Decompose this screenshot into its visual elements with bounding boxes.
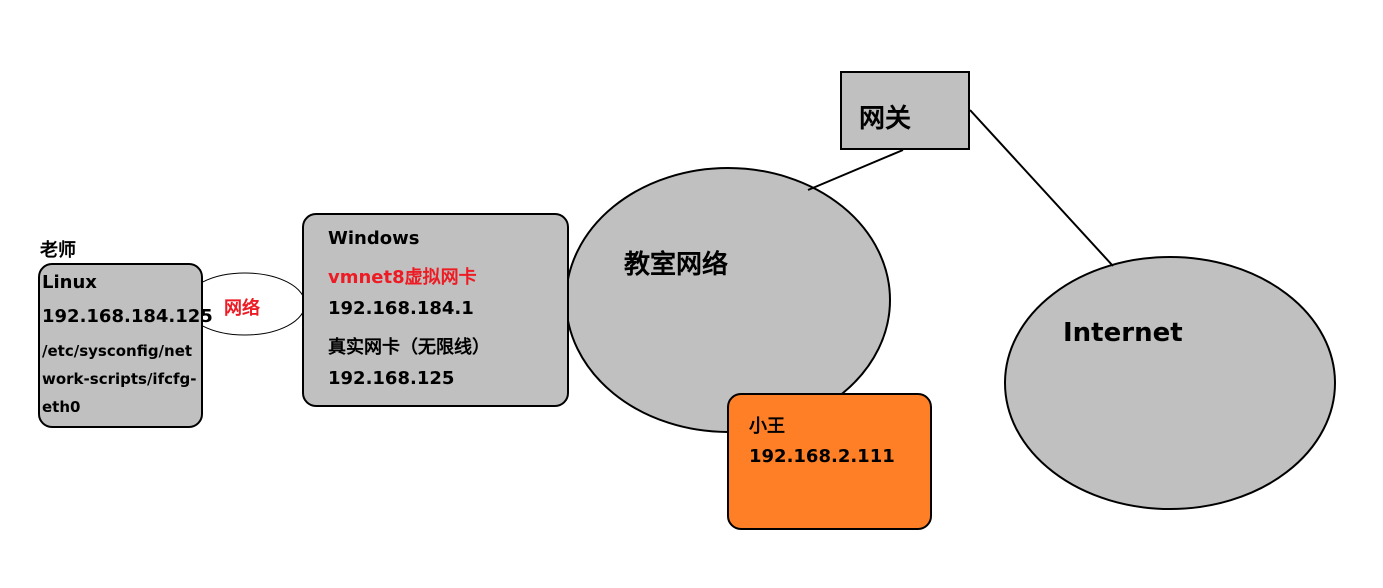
gateway-internet-connector <box>969 109 1114 267</box>
xiaowang-name: 小王 <box>749 416 785 437</box>
windows-vnic-ip: 192.168.184.1 <box>328 298 474 319</box>
teacher-ip: 192.168.184.125 <box>42 306 213 327</box>
teacher-config-path-line2: work-scripts/ifcfg- <box>42 370 197 388</box>
teacher-label: 老师 <box>40 240 76 261</box>
internet-label: Internet <box>1063 318 1183 348</box>
xiaowang-node <box>727 393 932 530</box>
teacher-config-path-line3: eth0 <box>42 398 81 416</box>
gateway-classroom-connector <box>807 149 904 191</box>
windows-real-nic-ip: 192.168.125 <box>328 368 455 389</box>
windows-real-nic-label: 真实网卡（无限线） <box>328 337 490 358</box>
internet-ellipse <box>1004 256 1336 510</box>
windows-title: Windows <box>328 228 420 249</box>
xiaowang-ip: 192.168.2.111 <box>749 446 895 467</box>
network-link-label: 网络 <box>224 298 260 319</box>
windows-vnic-label: vmnet8虚拟网卡 <box>328 267 477 288</box>
windows-host-node <box>302 213 569 407</box>
teacher-linux-node <box>38 263 203 428</box>
teacher-os-label: Linux <box>42 272 97 293</box>
teacher-config-path-line1: /etc/sysconfig/net <box>42 342 193 360</box>
classroom-network-label: 教室网络 <box>624 250 729 280</box>
gateway-label: 网关 <box>859 104 912 134</box>
gateway-node <box>840 71 970 150</box>
